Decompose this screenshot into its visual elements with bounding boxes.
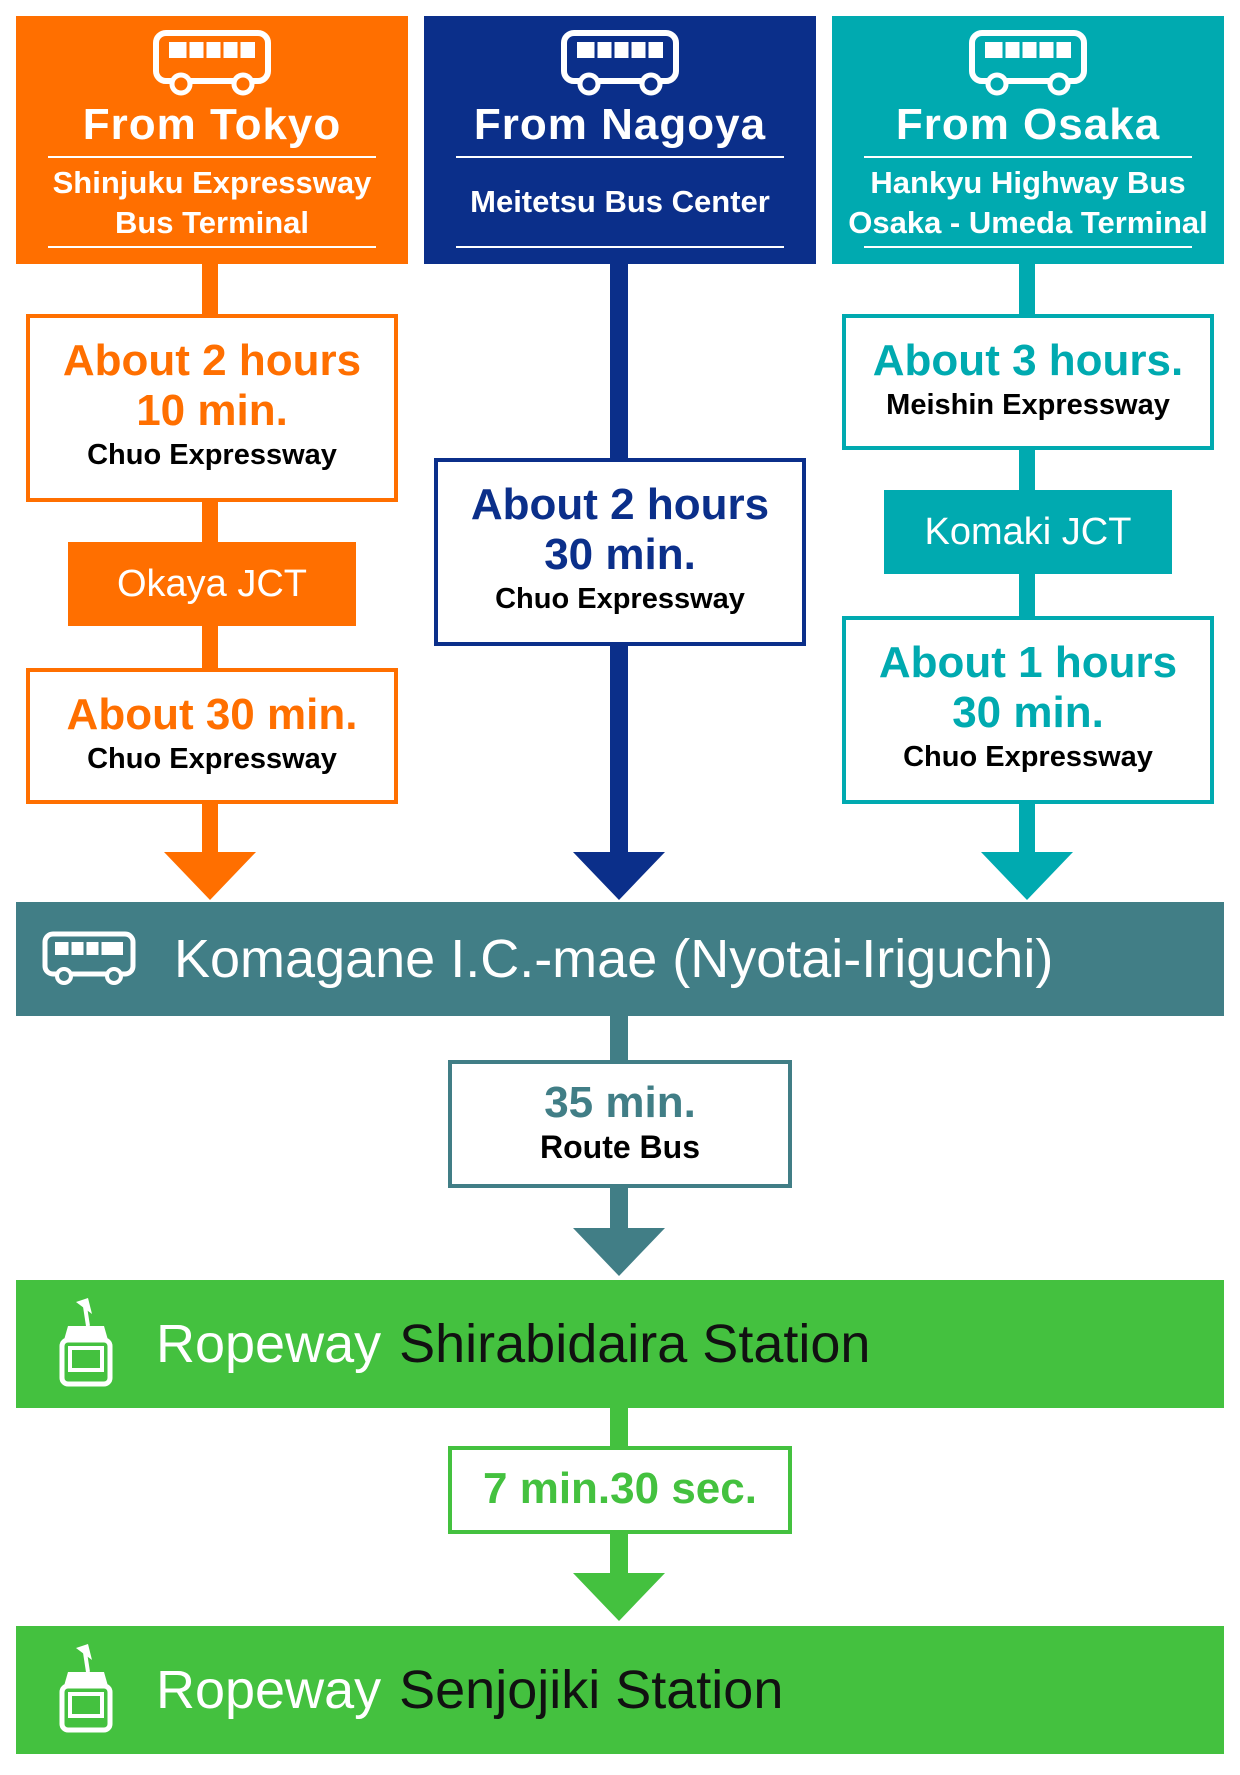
komagane-leg-mode: Route Bus bbox=[540, 1129, 700, 1165]
nagoya-leg-box: About 2 hours 30 min. Chuo Expressway bbox=[434, 458, 806, 646]
senjojiki-name: Senjojiki Station bbox=[399, 1660, 784, 1720]
bus-icon bbox=[561, 30, 679, 96]
tokyo-origin-line2: Bus Terminal bbox=[114, 205, 310, 240]
nagoya-leg-road: Chuo Expressway bbox=[495, 583, 745, 615]
nagoya-arrowhead bbox=[573, 852, 665, 900]
komagane-leg-time: 35 min. bbox=[544, 1078, 696, 1127]
shirabidaira-prefix: Ropeway bbox=[156, 1314, 382, 1374]
tokyo-header: From Tokyo Shinjuku Expressway Bus Termi… bbox=[16, 16, 408, 264]
osaka-origin-line2: Osaka - Umeda Terminal bbox=[848, 205, 1208, 240]
senjojiki-prefix: Ropeway bbox=[156, 1660, 382, 1720]
ropeway-gondola-icon bbox=[59, 1644, 113, 1733]
nagoya-leg-time-line2: 30 min. bbox=[544, 530, 696, 579]
shirabidaira-leg-box: 7 min.30 sec. bbox=[448, 1446, 792, 1534]
senjojiki-station-bar: Ropeway Senjojiki Station bbox=[16, 1626, 1224, 1754]
tokyo-leg2-box: About 30 min. Chuo Expressway bbox=[26, 668, 398, 804]
osaka-leg2-time-line2: 30 min. bbox=[952, 688, 1104, 737]
nagoya-title: From Nagoya bbox=[473, 100, 767, 149]
osaka-leg1-road: Meishin Expressway bbox=[886, 389, 1170, 421]
shirabidaira-arrowhead bbox=[573, 1573, 665, 1621]
osaka-leg2-road: Chuo Expressway bbox=[903, 741, 1153, 773]
osaka-origin-line1: Hankyu Highway Bus bbox=[870, 165, 1186, 200]
bus-icon bbox=[42, 931, 136, 985]
tokyo-leg2-time: About 30 min. bbox=[66, 690, 358, 739]
tokyo-leg1-box: About 2 hours 10 min. Chuo Expressway bbox=[26, 314, 398, 502]
komagane-station-bar: Komagane I.C.-mae (Nyotai-Iriguchi) bbox=[16, 902, 1224, 1016]
nagoya-leg-time-line1: About 2 hours bbox=[470, 480, 770, 529]
bus-icon bbox=[153, 30, 271, 96]
osaka-leg1-time: About 3 hours. bbox=[872, 336, 1184, 385]
osaka-arrowhead bbox=[981, 852, 1073, 900]
osaka-title: From Osaka bbox=[895, 100, 1161, 149]
okaya-jct: Okaya JCT bbox=[68, 542, 356, 626]
shirabidaira-leg-time: 7 min.30 sec. bbox=[483, 1464, 757, 1513]
nagoya-origin: Meitetsu Bus Center bbox=[470, 184, 770, 219]
osaka-header: From Osaka Hankyu Highway Bus Osaka - Um… bbox=[832, 16, 1224, 264]
tokyo-arrowhead bbox=[164, 852, 256, 900]
osaka-leg1-box: About 3 hours. Meishin Expressway bbox=[842, 314, 1214, 450]
shirabidaira-station-bar: Ropeway Shirabidaira Station bbox=[16, 1280, 1224, 1408]
tokyo-origin-line1: Shinjuku Expressway bbox=[52, 165, 372, 200]
nagoya-header: From Nagoya Meitetsu Bus Center bbox=[424, 16, 816, 264]
tokyo-leg1-road: Chuo Expressway bbox=[87, 439, 337, 471]
shirabidaira-name: Shirabidaira Station bbox=[399, 1314, 871, 1374]
osaka-leg2-box: About 1 hours 30 min. Chuo Expressway bbox=[842, 616, 1214, 804]
ropeway-gondola-icon bbox=[59, 1298, 113, 1387]
komagane-label: Komagane I.C.-mae (Nyotai-Iriguchi) bbox=[174, 929, 1054, 989]
tokyo-leg1-time-line1: About 2 hours bbox=[62, 336, 362, 385]
komagane-leg-box: 35 min. Route Bus bbox=[448, 1060, 792, 1188]
osaka-leg2-time-line1: About 1 hours bbox=[878, 638, 1178, 687]
tokyo-leg1-time-line2: 10 min. bbox=[136, 386, 288, 435]
komaki-jct: Komaki JCT bbox=[884, 490, 1172, 574]
komagane-arrowhead bbox=[573, 1228, 665, 1276]
bus-icon bbox=[969, 30, 1087, 96]
tokyo-leg2-road: Chuo Expressway bbox=[87, 743, 337, 775]
tokyo-title: From Tokyo bbox=[82, 100, 342, 149]
